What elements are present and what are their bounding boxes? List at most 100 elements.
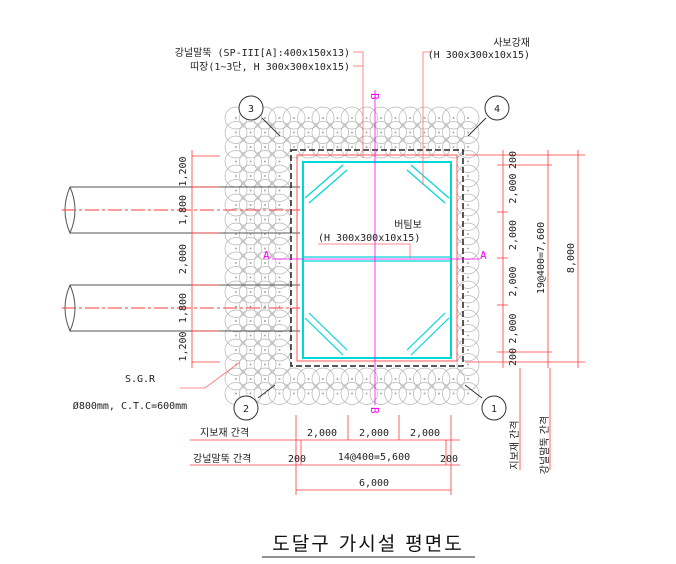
sgr-column: [253, 280, 277, 304]
sgr-column: [239, 208, 262, 231]
sgr-column-center: [249, 204, 252, 206]
sgr-column-center: [235, 117, 237, 119]
sgr-column: [413, 121, 436, 144]
sgr-column-center: [467, 218, 469, 221]
sgr-column: [369, 135, 393, 159]
inner-frame: [302, 161, 452, 359]
sgr-column-center: [452, 146, 455, 148]
sgr-column-center: [409, 392, 411, 395]
sgr-column: [268, 222, 291, 246]
sgr-column-center: [278, 378, 281, 380]
sgr-column-center: [307, 378, 310, 380]
sgr-column-center: [423, 117, 426, 119]
sgr-column-center: [467, 247, 469, 250]
sgr-column-center: [336, 117, 339, 119]
sgr-column-center: [351, 131, 353, 134]
sgr-column: [253, 382, 277, 405]
sgr-column-center: [278, 276, 281, 279]
sgr-column-center: [235, 175, 237, 177]
sgr-column-center: [264, 247, 266, 250]
sgr-column-center: [380, 131, 382, 134]
sgr-column: [253, 295, 277, 318]
sgr-column-center: [438, 378, 440, 380]
sgr-column: [369, 106, 393, 130]
sgr-column: [224, 338, 248, 362]
bottom-support-dim: 2,000: [307, 428, 337, 439]
strut-spec: (H 300x300x10x15): [318, 233, 420, 244]
sgr-column: [253, 179, 277, 202]
sgr-column: [239, 135, 262, 159]
sgr-column-center: [467, 378, 469, 380]
sgr-column: [355, 106, 378, 130]
sgr-column: [311, 121, 335, 144]
bottom-pile-dim: 200: [288, 454, 306, 465]
drawing-title: 도달구 가시설 평면도: [272, 533, 463, 555]
sgr-column: [413, 382, 436, 405]
section-b-bottom: B: [368, 407, 381, 414]
sgr-column: [268, 150, 291, 173]
sgr-column-center: [235, 131, 237, 134]
sgr-column-center: [249, 218, 252, 221]
sgr-column-center: [249, 291, 252, 293]
right-support-dim: 2,000: [508, 313, 519, 343]
wale-label: 띠장(1~3단, H 300x300x10x15): [190, 61, 350, 73]
pipe-lower: [64, 284, 300, 333]
sgr-column-center: [452, 378, 455, 380]
sgr-column-center: [365, 131, 368, 134]
sgr-column: [340, 382, 364, 405]
sgr-column-center: [278, 117, 281, 119]
sgr-column-center: [467, 363, 469, 366]
sgr-column: [239, 251, 262, 275]
sgr-column-center: [351, 117, 353, 119]
sgr-column-center: [365, 117, 368, 119]
strut: [303, 256, 451, 262]
sgr-column-center: [307, 131, 310, 134]
sgr-column-center: [278, 349, 281, 351]
sgr-column: [442, 106, 465, 130]
sgr-column: [369, 121, 393, 144]
sgr-column-center: [467, 131, 469, 134]
sgr-column-center: [249, 320, 252, 322]
sgr-column-center: [307, 392, 310, 395]
wale: [296, 154, 458, 362]
sgr-column: [239, 222, 262, 246]
sgr-column: [369, 382, 393, 405]
sgr-column-center: [249, 276, 252, 279]
sgr-column: [398, 367, 422, 391]
sgr-column: [253, 324, 277, 347]
sgr-column: [224, 150, 248, 173]
sgr-column: [442, 382, 465, 405]
left-dim: 1,200: [178, 331, 189, 361]
sgr-column-center: [467, 146, 469, 148]
sgr-column-center: [380, 378, 382, 380]
corner-marker-4: 4: [494, 104, 500, 115]
sgr-column: [297, 121, 320, 144]
sgr-column: [224, 193, 248, 217]
sgr-column: [398, 106, 422, 130]
corner-markers: [233, 95, 510, 421]
sgr-column: [239, 266, 262, 289]
sgr-column: [427, 106, 451, 130]
sgr-column-center: [423, 131, 426, 134]
sgr-column-center: [467, 276, 469, 279]
left-dimension-line: [191, 150, 220, 368]
sgr-column-center: [235, 204, 237, 206]
sgr-column: [268, 295, 291, 318]
sgr-column-center: [322, 378, 324, 380]
sgr-column-center: [394, 117, 397, 119]
sgr-column: [224, 121, 248, 144]
sgr-column: [253, 338, 277, 362]
bottom-pile-label: 강널말뚝 간격: [193, 452, 251, 465]
sgr-column-center: [264, 276, 266, 279]
left-dim: 1,200: [178, 156, 189, 186]
right-dimension-lines: [465, 150, 585, 470]
sgr-column-center: [409, 146, 411, 148]
sgr-column-center: [307, 117, 310, 119]
sgr-column: [297, 367, 320, 391]
right-support-dim: 2,000: [508, 266, 519, 296]
sgr-column-center: [235, 378, 237, 380]
right-pile-dim: 19@400=7,600: [536, 222, 547, 294]
sgr-column-center: [336, 378, 339, 380]
sgr-column-center: [467, 262, 469, 264]
